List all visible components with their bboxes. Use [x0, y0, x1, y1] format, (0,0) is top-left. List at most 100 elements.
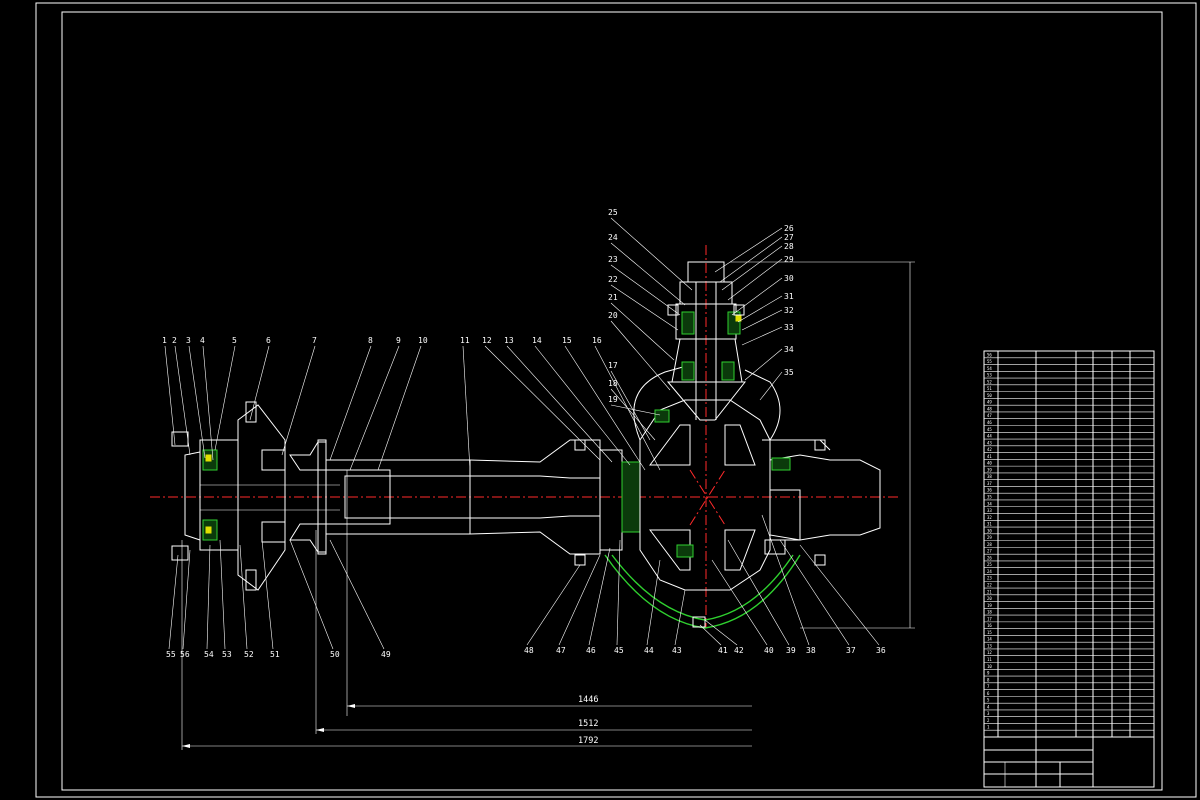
callout-54: 54 — [204, 650, 214, 659]
bom-row-number: 41 — [987, 454, 992, 459]
leader-line — [741, 326, 783, 346]
callout-35: 35 — [784, 368, 794, 377]
callout-37: 37 — [846, 646, 856, 655]
callout-16: 16 — [592, 336, 602, 345]
leader-line — [721, 245, 783, 291]
leader-line — [704, 619, 738, 646]
callout-41: 41 — [718, 646, 728, 655]
leader-line — [719, 236, 783, 283]
leader-line — [714, 227, 783, 273]
callout-42: 42 — [734, 646, 744, 655]
leader-line — [534, 345, 631, 466]
callout-1: 1 — [162, 336, 167, 345]
bom-row-number: 42 — [987, 447, 992, 452]
bom-row-number: 32 — [987, 515, 992, 520]
callout-49: 49 — [381, 650, 391, 659]
bom-row-number: 35 — [987, 494, 992, 499]
bom-row-number: 22 — [987, 583, 992, 588]
callout-7: 7 — [312, 336, 317, 345]
leader-line — [202, 345, 214, 461]
callout-29: 29 — [784, 255, 794, 264]
leader-line — [610, 370, 651, 441]
callout-15: 15 — [562, 336, 572, 345]
leader-line — [564, 345, 646, 471]
bom-row-number: 46 — [987, 420, 992, 425]
bom-row-number: 55 — [987, 359, 992, 364]
bom-row-number: 39 — [987, 467, 992, 472]
bom-row-number: 26 — [987, 555, 992, 560]
horizontal-dimensions: 1446 1512 1792 — [181, 470, 752, 750]
callout-18: 18 — [608, 379, 618, 388]
title-block — [983, 736, 1155, 788]
callout-25: 25 — [608, 208, 618, 217]
bom-row-number: 23 — [987, 576, 992, 581]
callout-23: 23 — [608, 255, 618, 264]
bom-row-number: 24 — [987, 569, 992, 574]
callout-43: 43 — [672, 646, 682, 655]
leader-line — [744, 348, 783, 381]
callout-26: 26 — [784, 224, 794, 233]
leader-line — [610, 320, 671, 391]
vertical-dimension — [730, 261, 915, 629]
callout-14: 14 — [532, 336, 542, 345]
leader-line — [759, 371, 783, 401]
leader-line — [727, 539, 790, 646]
bom-row-number: 13 — [987, 643, 992, 648]
bom-row-number: 37 — [987, 481, 992, 486]
bom-row-number: 20 — [987, 596, 992, 601]
leader-line — [610, 388, 656, 441]
callout-28: 28 — [784, 242, 794, 251]
bom-row-number: 7 — [987, 684, 990, 689]
callout-44: 44 — [644, 646, 654, 655]
leader-line — [610, 284, 679, 331]
leader-line — [731, 277, 783, 316]
callout-33: 33 — [784, 323, 794, 332]
callout-47: 47 — [556, 646, 566, 655]
bom-row-number: 38 — [987, 474, 992, 479]
callout-51: 51 — [270, 650, 280, 659]
callout-3: 3 — [186, 336, 191, 345]
leader-line — [741, 309, 783, 331]
callout-27: 27 — [784, 233, 794, 242]
leader-line — [329, 345, 372, 461]
bom-row-number: 31 — [987, 522, 992, 527]
bom-row-number: 14 — [987, 637, 992, 642]
callout-24: 24 — [608, 233, 618, 242]
dimension-1446: 1446 — [578, 695, 598, 705]
callout-10: 10 — [418, 336, 428, 345]
bom-row-number: 48 — [987, 406, 992, 411]
callout-50: 50 — [330, 650, 340, 659]
callout-34: 34 — [784, 345, 794, 354]
callout-19: 19 — [608, 395, 618, 404]
bom-row-number: 19 — [987, 603, 992, 608]
bom-row-number: 21 — [987, 589, 992, 594]
bom-row-number: 25 — [987, 562, 992, 567]
bom-row-number: 40 — [987, 461, 992, 466]
callout-48: 48 — [524, 646, 534, 655]
leader-line — [219, 539, 226, 650]
pinion-input-assembly — [666, 261, 747, 421]
bom-row-number: 33 — [987, 508, 992, 513]
leader-line — [164, 345, 176, 446]
bom-row-number: 45 — [987, 427, 992, 432]
bom-row-number: 52 — [987, 379, 992, 384]
callout-40: 40 — [764, 646, 774, 655]
leader-line — [711, 559, 768, 646]
callout-53: 53 — [222, 650, 232, 659]
callout-9: 9 — [396, 336, 401, 345]
bom-row-number: 5 — [987, 698, 990, 703]
callout-17: 17 — [608, 361, 618, 370]
bom-row-number: 16 — [987, 623, 992, 628]
callout-39: 39 — [786, 646, 796, 655]
leader-line — [484, 345, 601, 461]
callout-4: 4 — [200, 336, 205, 345]
bom-row-number: 2 — [987, 718, 990, 723]
bom-row-number: 28 — [987, 542, 992, 547]
leader-line — [610, 302, 675, 361]
leader-line — [526, 564, 581, 646]
leader-line — [188, 345, 206, 459]
bill-of-materials: 5655545352515049484746454443424140393837… — [983, 350, 1155, 738]
bom-row-number: 29 — [987, 535, 992, 540]
bom-row-number: 43 — [987, 440, 992, 445]
